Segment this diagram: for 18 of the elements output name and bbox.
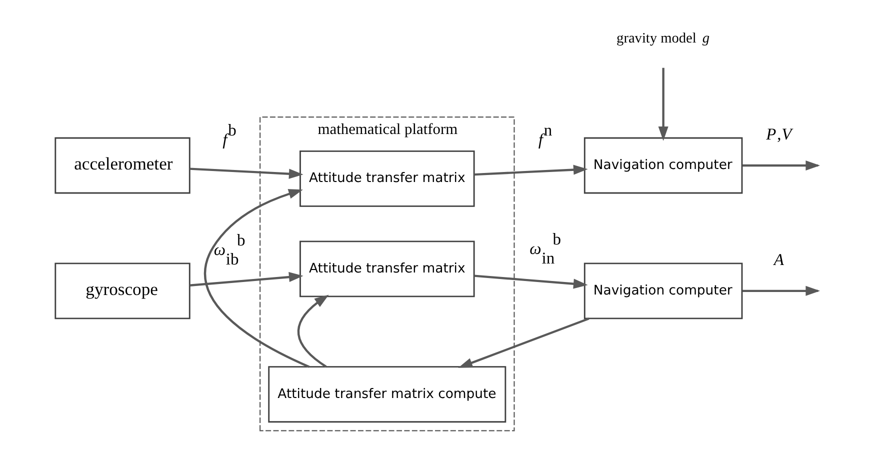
arrow [474,164,588,176]
node-box: gyroscope [54,262,190,320]
node-box: Navigation computer [583,137,742,194]
node-box: Attitude transfer matrix compute [268,366,506,423]
arrow [296,294,328,368]
arrow [189,168,303,179]
node-box: accelerometer [54,137,190,194]
node-box: Navigation computer [583,262,742,320]
node-box: Attitude transfer matrix [299,150,474,207]
node-text: gravity model g [616,30,710,47]
edge-label: A [773,250,784,270]
arrow [203,189,310,368]
arrow [458,318,589,368]
arrow [474,274,588,289]
edge-label: P,V [766,124,792,144]
arrow [189,272,303,286]
arrow [658,68,668,141]
node-box: Attitude transfer matrix [299,240,474,298]
